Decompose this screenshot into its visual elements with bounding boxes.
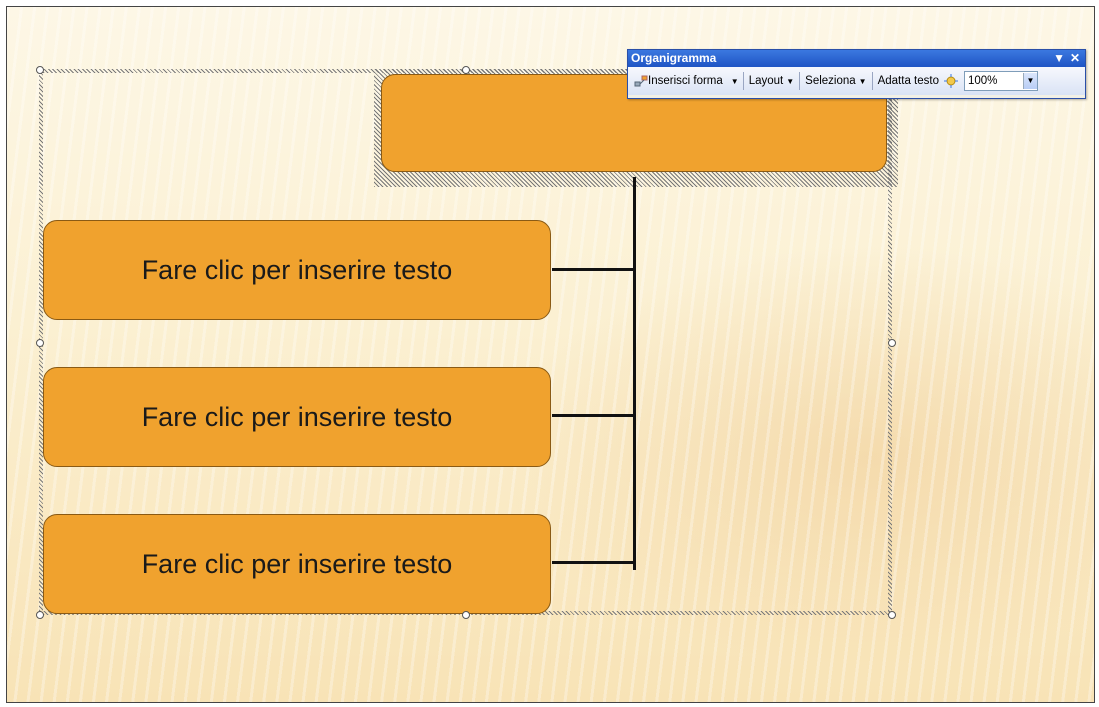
org-child-text: Fare clic per inserire testo	[141, 548, 453, 579]
toolbar-title: Organigramma	[631, 51, 717, 65]
zoom-value: 100%	[967, 75, 998, 87]
connector-child-3	[552, 561, 636, 564]
layout-label: Layout	[748, 75, 784, 87]
toolbar-separator	[799, 72, 801, 90]
org-child-box[interactable]: Fare clic per inserire testo	[43, 220, 551, 320]
org-child-text: Fare clic per inserire testo	[141, 401, 453, 432]
insert-shape-dropdown[interactable]: ▼	[726, 70, 741, 92]
toolbar-options-icon[interactable]: ▼	[1053, 51, 1065, 65]
resize-handle-n[interactable]	[462, 66, 470, 74]
resize-handle-sw[interactable]	[36, 611, 44, 619]
chevron-down-icon[interactable]: ▼	[1022, 73, 1037, 89]
autoformat-icon	[943, 74, 958, 88]
select-button[interactable]: Seleziona ▼	[802, 70, 869, 92]
chevron-down-icon: ▼	[858, 76, 867, 86]
resize-handle-se[interactable]	[888, 611, 896, 619]
slide-canvas: Fare clic per inserire testo Fare clic p…	[6, 6, 1095, 703]
chevron-down-icon: ▼	[730, 76, 739, 86]
fit-text-label: Adatta testo	[877, 75, 939, 87]
chevron-down-icon: ▼	[786, 76, 795, 86]
connector-vertical	[633, 177, 636, 570]
org-child-box[interactable]: Fare clic per inserire testo	[43, 367, 551, 467]
resize-handle-s[interactable]	[462, 611, 470, 619]
resize-handle-w[interactable]	[36, 339, 44, 347]
organigramma-toolbar[interactable]: Organigramma ▼ ✕ Inserisci forma ▼ Layou…	[627, 49, 1086, 99]
org-child-text: Fare clic per inserire testo	[141, 254, 453, 285]
toolbar-separator	[742, 72, 744, 90]
resize-handle-nw[interactable]	[36, 66, 44, 74]
insert-shape-label: Inserisci forma	[648, 75, 723, 87]
autoformat-button[interactable]	[942, 70, 960, 92]
fit-text-button[interactable]: Adatta testo	[875, 70, 942, 92]
insert-shape-button[interactable]: Inserisci forma	[631, 70, 726, 92]
connector-child-1	[552, 268, 636, 271]
toolbar-title-bar[interactable]: Organigramma ▼ ✕	[628, 50, 1085, 67]
resize-handle-e[interactable]	[888, 339, 896, 347]
layout-button[interactable]: Layout ▼	[746, 70, 797, 92]
insert-shape-icon	[634, 74, 648, 88]
close-icon[interactable]: ✕	[1069, 51, 1080, 65]
toolbar-separator	[871, 72, 873, 90]
select-label: Seleziona	[805, 75, 856, 87]
org-child-box[interactable]: Fare clic per inserire testo	[43, 514, 551, 614]
connector-child-2	[552, 414, 636, 417]
zoom-select[interactable]: 100% ▼	[963, 71, 1038, 91]
